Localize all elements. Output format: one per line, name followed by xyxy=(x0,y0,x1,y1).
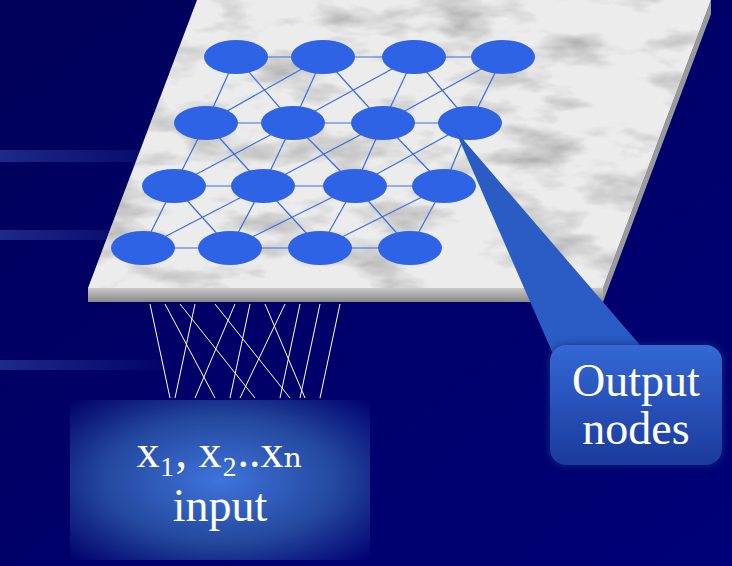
output-node xyxy=(323,169,387,203)
output-node xyxy=(291,40,355,74)
input-vector: x₁, x₂..xₙ xyxy=(80,428,360,476)
output-node xyxy=(438,106,502,140)
output-node xyxy=(111,231,175,265)
marble-texture xyxy=(88,0,711,288)
input-label: input xyxy=(80,482,360,530)
map-plane xyxy=(88,0,711,288)
input-connections xyxy=(150,304,340,398)
output-node xyxy=(471,40,535,74)
callout-box: Output nodes xyxy=(550,345,722,465)
input-box: x₁, x₂..xₙ input xyxy=(70,400,370,560)
output-node xyxy=(174,106,238,140)
output-node xyxy=(142,169,206,203)
output-node xyxy=(198,231,262,265)
output-node xyxy=(231,169,295,203)
output-node xyxy=(261,106,325,140)
callout-pointer xyxy=(455,130,640,370)
callout-label: Output nodes xyxy=(556,357,716,454)
background-streak xyxy=(0,360,180,370)
output-node xyxy=(382,40,446,74)
output-node xyxy=(351,106,415,140)
output-node xyxy=(204,40,268,74)
output-node xyxy=(378,231,442,265)
output-node xyxy=(412,169,476,203)
output-node xyxy=(288,231,352,265)
